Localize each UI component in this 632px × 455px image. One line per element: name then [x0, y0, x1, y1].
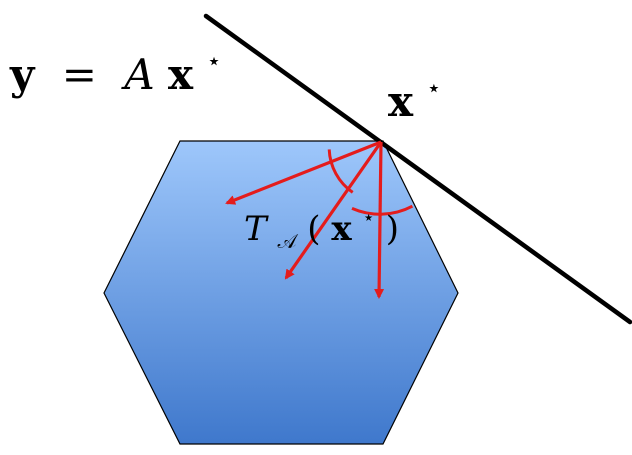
point-label: x ⋆	[388, 74, 441, 126]
equation-vector: x	[168, 50, 194, 99]
cone-open-paren: (	[307, 209, 320, 249]
cone-T: T	[244, 209, 269, 249]
cone-label: T 𝒜 ( x ⋆ )	[244, 193, 399, 257]
cone-subscript: 𝒜	[278, 229, 299, 253]
equation-lhs: y	[9, 50, 36, 99]
cone-arrow-down	[374, 141, 385, 299]
cone-arrow-left	[225, 140, 382, 205]
cone-close-paren: )	[386, 209, 399, 249]
cone-arc-outer	[351, 204, 414, 216]
equation-star: ⋆	[206, 47, 221, 75]
equation-matrix: A	[120, 50, 154, 99]
point-vector: x	[388, 77, 414, 126]
cone-star: ⋆	[362, 205, 375, 229]
cone-vector: x	[331, 209, 352, 249]
equation-equals: =	[62, 50, 97, 99]
affine-line	[203, 13, 632, 325]
equation-label: y = A x ⋆	[9, 47, 221, 99]
point-star: ⋆	[426, 74, 441, 102]
cone-arrow-middle	[284, 141, 383, 280]
hexagon-set	[103, 140, 459, 445]
